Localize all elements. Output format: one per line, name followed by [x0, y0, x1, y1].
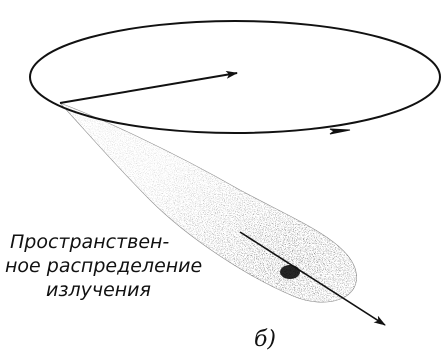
orbit-direction-arrow	[330, 129, 350, 134]
radius-vector-arrow	[60, 73, 237, 103]
caption-line-2: ное распределение	[5, 255, 202, 277]
subfigure-label: б)	[254, 327, 276, 352]
caption-line-1: Пространствен-	[10, 231, 169, 253]
caption-line-3: излучения	[46, 279, 151, 301]
